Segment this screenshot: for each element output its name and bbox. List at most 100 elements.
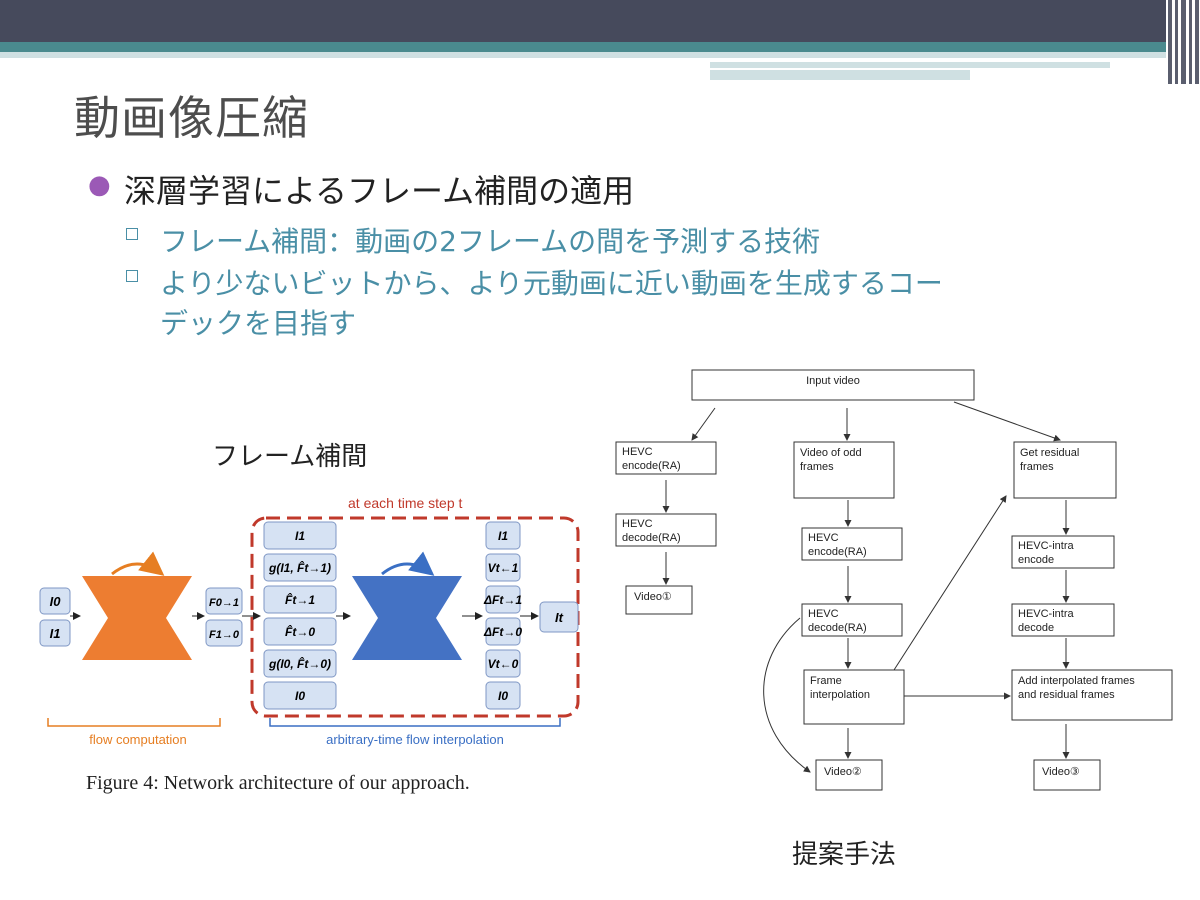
mid-stack-item-label: g(I1, F̂t→1) [268,560,331,575]
right-stack-item-label: ΔFt→1 [483,593,522,607]
node-video2 [815,759,883,791]
node-hevc-encode-2-l1: HEVC [808,532,839,544]
mid-stack-item-box [263,521,337,550]
flowchart-arrows [662,401,1070,773]
header-right-bar [710,62,1110,68]
node-hevc-encode-l2: encode(RA) [622,460,681,472]
input-i1: I1 [50,626,61,641]
node-add-frames [1011,669,1173,721]
mid-stack-item-label: I1 [295,529,305,543]
node-intra-decode-l1: HEVC-intra [1018,608,1075,620]
node-hevc-decode-l2: decode(RA) [622,532,681,544]
node-frame-interp-l2: interpolation [810,689,870,701]
node-odd-frames-l1: Video of odd [800,447,862,459]
node-hevc-decode-2-l2: decode(RA) [808,622,867,634]
node-get-residual-l1: Get residual [1020,447,1079,459]
square-bullet-icon [126,270,138,282]
flow-f10: F1→0 [209,629,240,641]
node-video3 [1033,759,1101,791]
node-input-video [691,369,975,401]
node-input-label: Input video [806,375,860,387]
mid-stack-item-box [263,617,337,646]
header-accent-bar [0,42,1200,52]
right-stack-item-box [485,521,521,550]
right-stack-item-box [485,553,521,582]
sub-bullet-2-text: より少ないビットから、より元動画に近い動画を生成するコー [160,267,943,300]
flow-network-shape [82,576,192,660]
slide-title: 動画像圧縮 [74,91,309,145]
frame-interp-label: フレーム補間 [212,442,368,472]
brace-interp-label: arbitrary-time flow interpolation [326,732,504,747]
right-stack-item-box [485,617,521,646]
node-hevc-decode-l1: HEVC [622,518,653,530]
node-video1-label: Video① [634,591,672,603]
header-right-bar-2 [710,70,970,80]
node-get-residual [1013,441,1117,499]
mid-stack-item-box [263,649,337,678]
proposed-method-label: 提案手法 [792,840,897,870]
right-stack-item-label: I1 [498,529,508,543]
right-stack-item-box [485,681,521,710]
right-stack-item-box [485,585,521,614]
mid-stack-item-box [263,681,337,710]
node-intra-encode [1011,535,1115,569]
node-intra-encode-l1: HEVC-intra [1018,540,1075,552]
network-figure: at each time step t I0 I1 F0→1 F1→0 I1 g(… [39,495,580,747]
mid-stack-item-label: F̂t→0 [285,624,315,639]
bullet-main-text: 深層学習によるフレーム補間の適用 [124,172,635,210]
output-it: It [555,610,564,625]
node-intra-decode [1011,603,1115,637]
brace-flow-label: flow computation [89,732,187,747]
node-odd-frames [793,441,895,499]
interp-skip-arrow [381,551,435,576]
sub-bullet-2-text-cont: デックを目指す [160,307,357,340]
node-video2-label: Video② [824,766,862,778]
node-video1 [625,585,693,615]
mid-stack: I1 g(I1, F̂t→1) F̂t→1F̂t→0 g(I0, F̂t→0) I0 [263,521,337,710]
node-get-residual-l2: frames [1020,461,1054,473]
right-stack-item-label: Vt←1 [488,561,519,575]
node-hevc-encode [615,441,717,475]
node-video3-label: Video③ [1042,766,1080,778]
figure-caption: Figure 4: Network architecture of our ap… [86,772,470,794]
node-hevc-encode-2 [801,527,903,561]
right-stack-item-label: ΔFt→0 [483,625,522,639]
right-stack-item-label: I0 [498,689,508,703]
node-add-frames-l2: and residual frames [1018,689,1115,701]
proposed-flowchart: Input video HEVC encode(RA) HEVC decode(… [615,369,1173,791]
header-light-bar [0,52,1200,58]
node-hevc-decode-2-l1: HEVC [808,608,839,620]
mid-stack-item-box [263,553,337,582]
node-hevc-decode-2 [801,603,903,637]
brace-interp [269,718,561,727]
input-i0: I0 [50,594,62,609]
flow-f01: F0→1 [209,597,239,609]
mid-stack-item-label: I0 [295,689,305,703]
flow-skip-arrow [111,551,165,576]
square-bullet-icon [126,228,138,240]
mid-stack-item-label: F̂t→1 [285,592,315,607]
node-add-frames-l1: Add interpolated frames [1018,675,1135,687]
interp-network-shape [352,576,462,660]
time-step-label: at each time step t [348,495,463,511]
header-stripes [1166,0,1200,84]
brace-flow [47,718,221,727]
right-stack-item-label: Vt←0 [488,657,519,671]
right-stack-item-box [485,649,521,678]
node-frame-interp [803,669,905,725]
sub-bullet-1-text: フレーム補間：動画の2フレームの間を予測する技術 [160,225,821,258]
mid-stack-item-box [263,585,337,614]
node-intra-encode-l2: encode [1018,554,1054,566]
header-bar [0,0,1200,42]
node-odd-frames-l2: frames [800,461,834,473]
flow-stack: F0→1 F1→0 [205,587,243,647]
node-hevc-encode-l1: HEVC [622,446,653,458]
bullet-dot-icon: ● [88,170,111,200]
mid-stack-item-label: g(I0, F̂t→0) [268,656,331,671]
input-stack: I0 I1 [39,587,71,647]
node-frame-interp-l1: Frame [810,675,842,687]
node-intra-decode-l2: decode [1018,622,1054,634]
node-hevc-encode-2-l2: encode(RA) [808,546,867,558]
node-hevc-decode [615,513,717,547]
